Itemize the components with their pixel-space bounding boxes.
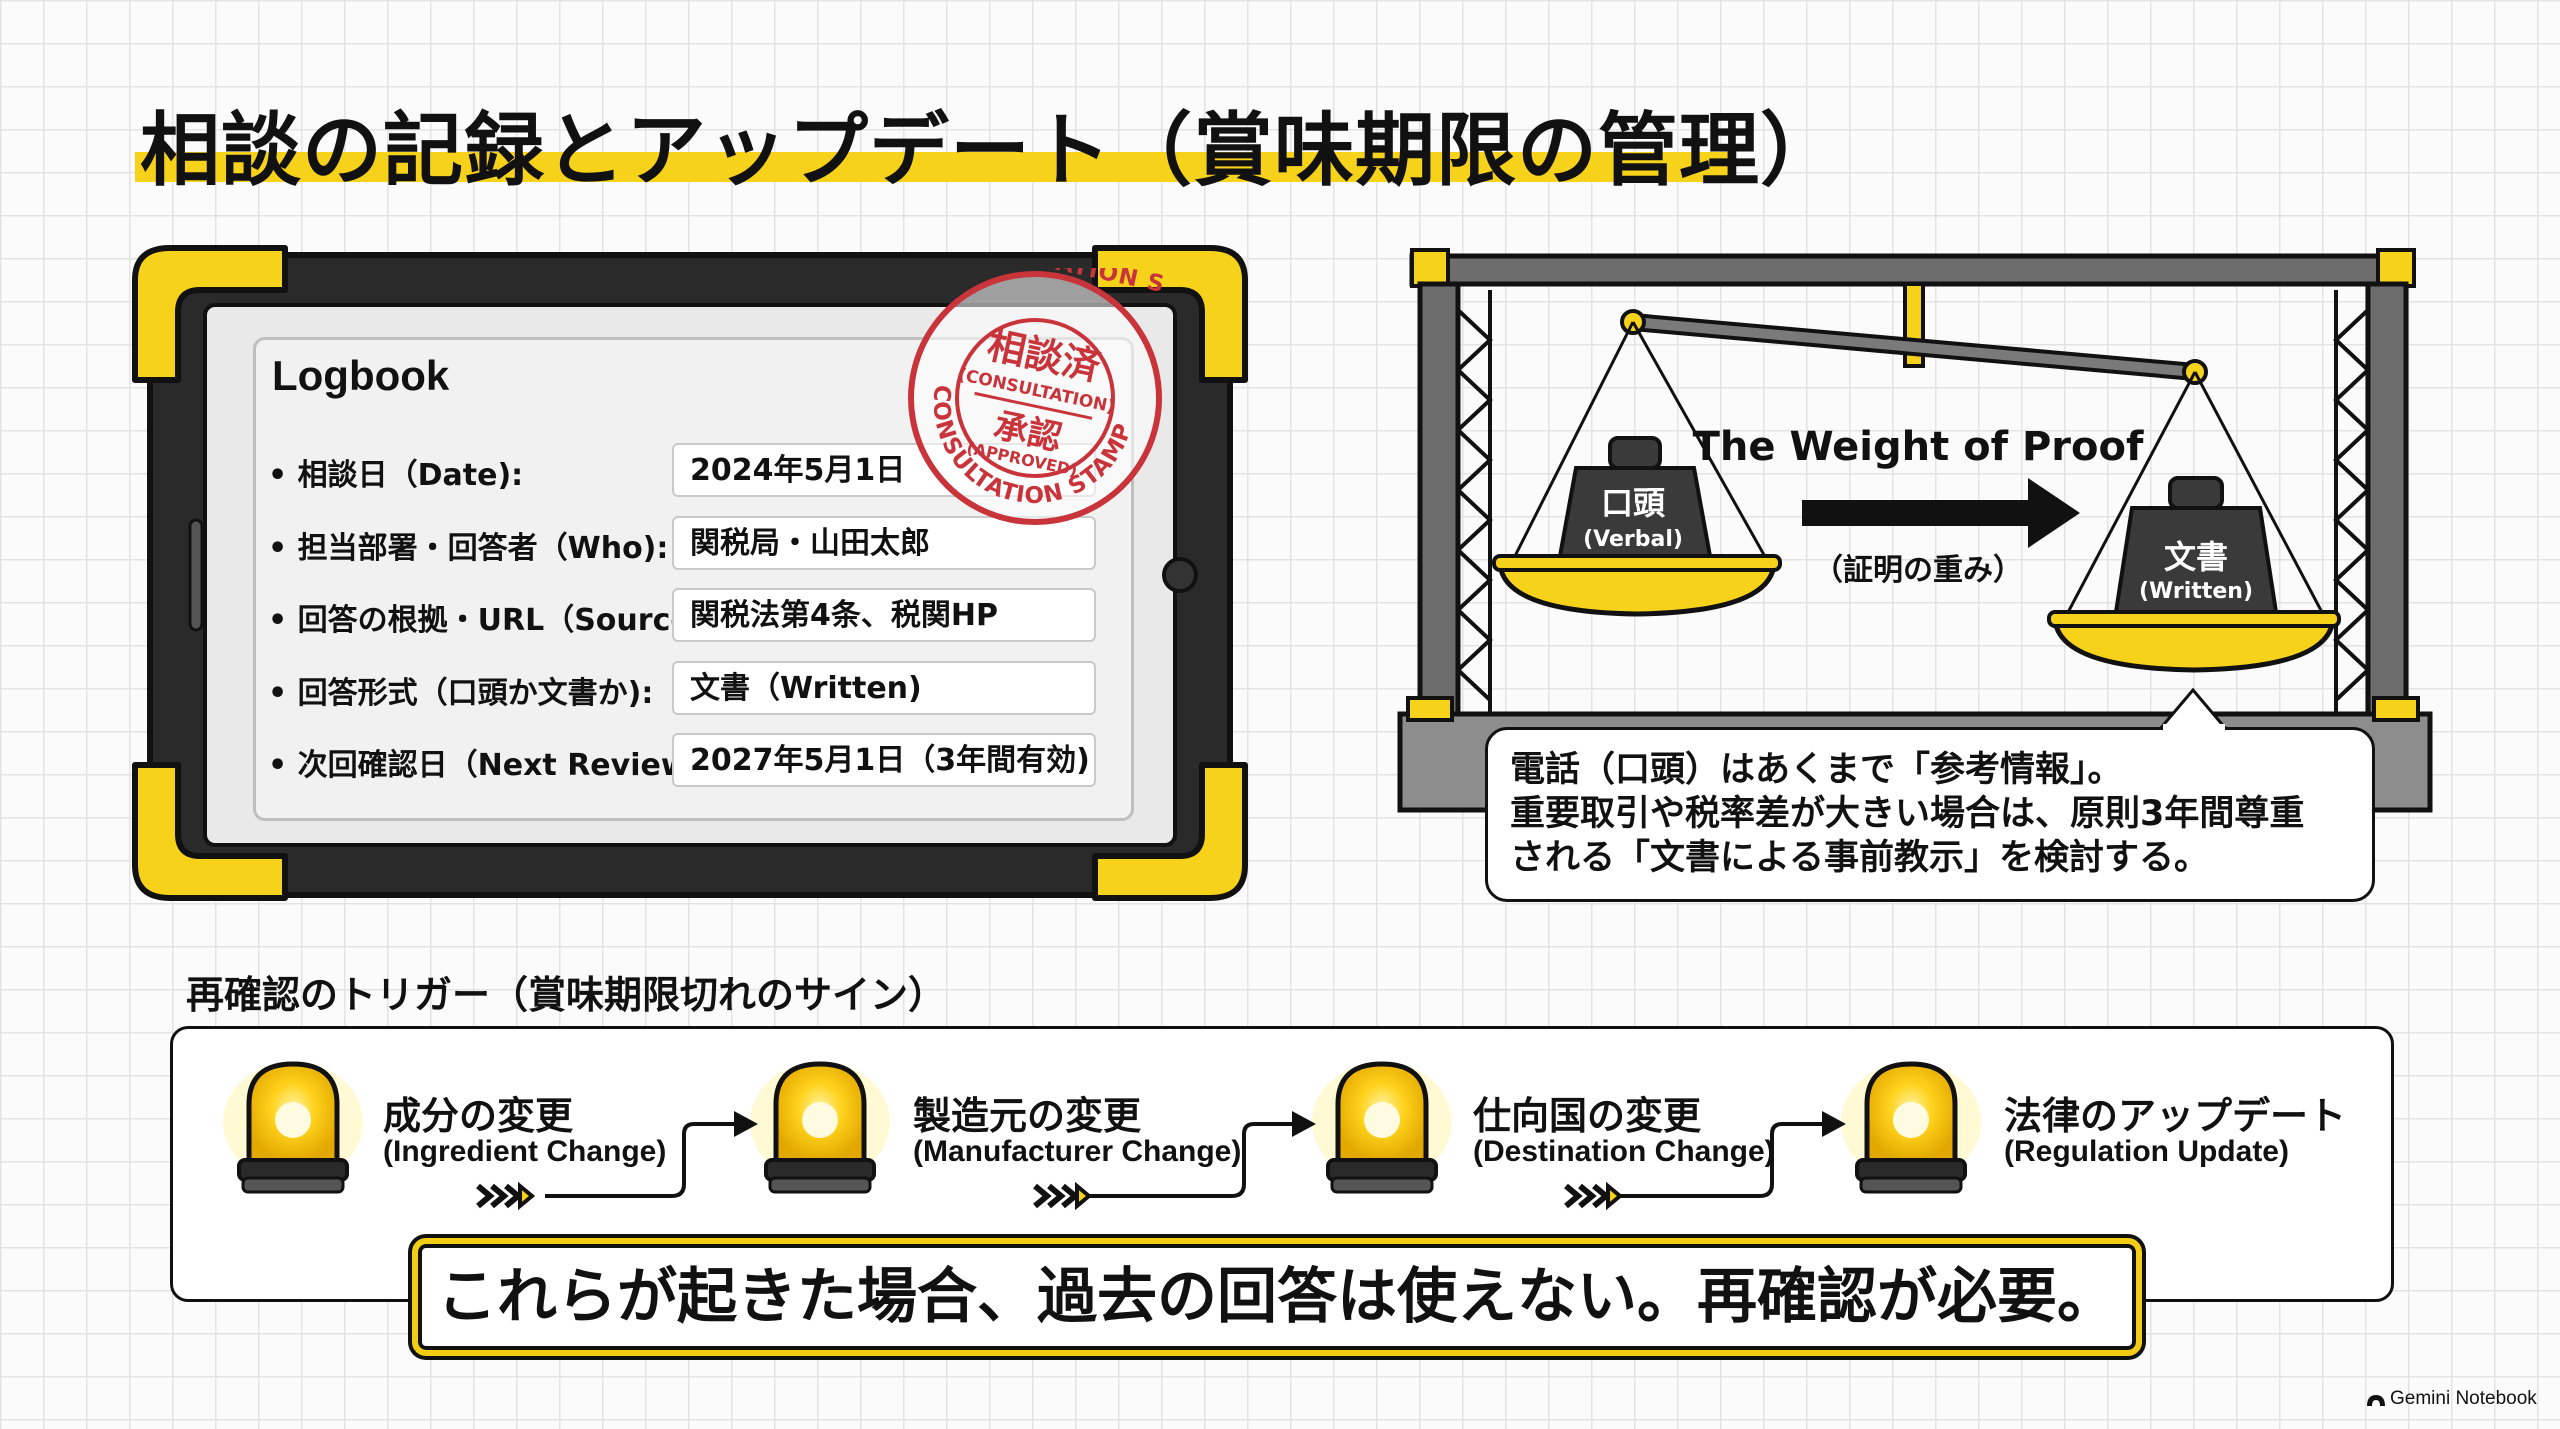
gemini-logo-icon <box>2367 1395 2385 1406</box>
chevron-icon-3 <box>1566 1186 1620 1206</box>
logbook-label-review: • 次回確認日（Next Review): <box>268 748 715 783</box>
beacon-icon-regulation <box>1841 1062 1981 1192</box>
logbook-label-source: • 回答の根拠・URL（Source): <box>268 603 717 638</box>
trigger-destination-sub: (Destination Change) <box>1473 1135 1775 1168</box>
weight-of-proof-title: The Weight of Proof <box>1693 424 2144 470</box>
weight-of-proof-subtitle: （証明の重み） <box>1813 553 2023 588</box>
trigger-ingredient-sub: (Ingredient Change) <box>383 1135 667 1168</box>
title-highlight <box>135 152 1735 182</box>
chevron-icon-1 <box>478 1186 532 1206</box>
conclusion-banner: これらが起きた場合、過去の回答は使えない。再確認が必要。 <box>412 1238 2142 1356</box>
logbook-value-review: 2027年5月1日（3年間有効) <box>672 733 1096 787</box>
trigger-regulation-label: 法律のアップデート <box>2004 1094 2347 1138</box>
logbook-label-format: • 回答形式（口頭か文書か): <box>268 676 654 711</box>
trigger-manufacturer-sub: (Manufacturer Change) <box>913 1135 1242 1168</box>
logbook-label-who: • 担当部署・回答者（Who): <box>268 531 669 566</box>
trigger-destination-label: 仕向国の変更 <box>1473 1094 1702 1138</box>
beacon-icon-manufacturer <box>750 1062 890 1192</box>
logbook-value-format: 文書（Written) <box>672 661 1096 715</box>
trigger-manufacturer-label: 製造元の変更 <box>913 1094 1142 1138</box>
scale-note-line-3: される「文書による事前教示」を検討する。 <box>1510 838 2209 878</box>
chevron-icon-2 <box>1035 1186 1089 1206</box>
beacon-icon-destination <box>1312 1062 1452 1192</box>
logbook-title: Logbook <box>272 352 450 399</box>
written-weight-label: 文書 <box>2164 538 2228 576</box>
verbal-weight-sub: (Verbal) <box>1583 527 1683 552</box>
consultation-stamp: CONSULTATION STAMP CONSULTATION STAMP 相談… <box>908 268 1165 528</box>
callout-pointer-cover <box>2163 724 2225 732</box>
scale-note-callout: 電話（口頭）はあくまで「参考情報」。 重要取引や税率差が大きい場合は、原則3年間… <box>1485 727 2375 902</box>
trigger-ingredient-label: 成分の変更 <box>383 1094 574 1138</box>
trigger-regulation-sub: (Regulation Update) <box>2004 1135 2289 1168</box>
footer-brand: Gemini Notebook <box>2390 1388 2537 1409</box>
logbook-value-source: 関税法第4条、税関HP <box>672 588 1096 642</box>
page-title: 相談の記録とアップデート（賞味期限の管理） <box>140 104 1841 197</box>
verbal-weight-label: 口頭 <box>1601 484 1666 522</box>
triggers-heading: 再確認のトリガー（賞味期限切れのサイン） <box>186 973 947 1017</box>
logbook-label-date: • 相談日（Date): <box>268 458 524 493</box>
written-weight-sub: (Written) <box>2139 579 2253 604</box>
scale-note-line-2: 重要取引や税率差が大きい場合は、原則3年間尊重 <box>1510 794 2305 834</box>
beacon-icon-ingredient <box>223 1062 363 1192</box>
logbook-value-who: 関税局・山田太郎 <box>672 516 1096 570</box>
scale-note-line-1: 電話（口頭）はあくまで「参考情報」。 <box>1510 750 2123 790</box>
